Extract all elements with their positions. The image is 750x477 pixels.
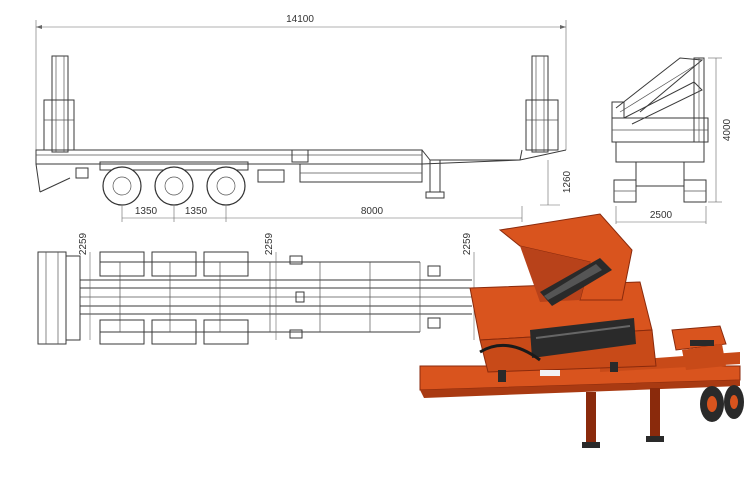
gauge-3-label: 2259: [462, 232, 473, 255]
overall-length-dimension: 14100: [35, 14, 567, 150]
width-label: 2500: [650, 210, 673, 221]
end-view: 4000 2500: [611, 57, 733, 224]
axle-spacing-1-label: 1350: [135, 206, 158, 217]
height-label: 4000: [722, 118, 733, 141]
overall-length-label: 14100: [286, 14, 314, 25]
axle-spacing-2-label: 1350: [185, 206, 208, 217]
gauge-1-label: 2259: [78, 232, 89, 255]
top-view: 2259 2259 2259: [37, 232, 475, 345]
side-crane-front: [525, 55, 559, 153]
side-crane-rear: [43, 55, 75, 153]
side-wheels: [75, 161, 249, 206]
coupling-height-label: 1260: [562, 170, 573, 193]
kingpin-distance-label: 8000: [361, 206, 384, 217]
gauge-2-label: 2259: [264, 232, 275, 255]
side-chassis: [35, 149, 567, 199]
sideloader-trailer-photo: [419, 213, 744, 448]
side-dimensions: 1350 1350 8000 1260: [121, 160, 573, 222]
side-view: 14100: [35, 14, 573, 222]
